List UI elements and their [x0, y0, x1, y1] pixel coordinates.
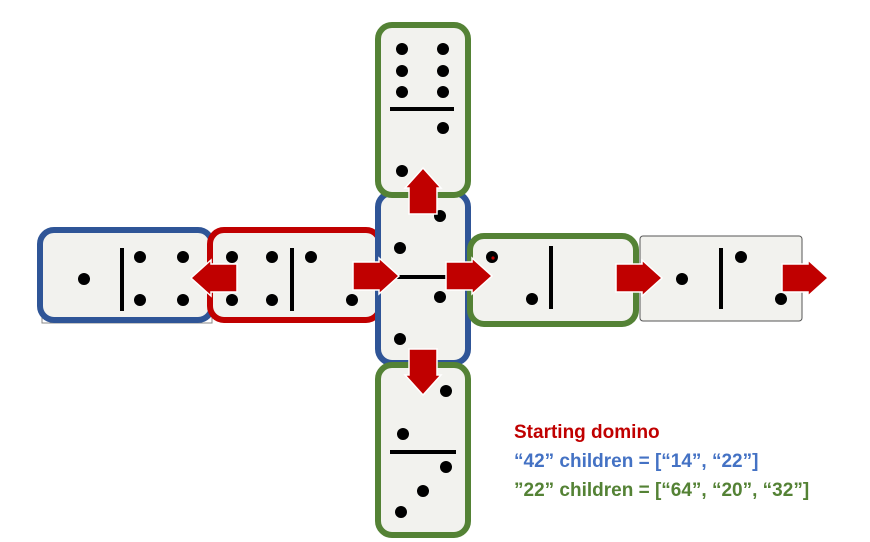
- pip: [134, 294, 146, 306]
- domino-left-outer-14: [37, 227, 215, 324]
- direction-arrows: [189, 166, 830, 397]
- legend-42-children: “42” children = [“14”, “22”]: [514, 451, 759, 472]
- pip: [775, 293, 787, 305]
- arrow-center-right-1: [352, 256, 401, 296]
- pip: [394, 333, 406, 345]
- pip: [437, 65, 449, 77]
- pip: [226, 251, 238, 263]
- domino-right-inner-22: [467, 233, 639, 327]
- pip: [177, 294, 189, 306]
- pip: [396, 165, 408, 177]
- pip: [134, 251, 146, 263]
- domino-tiles: [37, 22, 803, 538]
- pip: [437, 43, 449, 55]
- pip: [735, 251, 747, 263]
- pip: [526, 293, 538, 305]
- pip: [177, 251, 189, 263]
- pip: [396, 86, 408, 98]
- arrow-up: [403, 166, 443, 215]
- pip: [397, 428, 409, 440]
- pip: [266, 294, 278, 306]
- pip: [440, 385, 452, 397]
- pip: [396, 43, 408, 55]
- arrow-left: [189, 258, 238, 298]
- domino-right-outer-12: [639, 235, 803, 322]
- pip: [394, 242, 406, 254]
- pip: [440, 461, 452, 473]
- pip: [305, 251, 317, 263]
- legend-starting-domino: Starting domino: [514, 422, 660, 443]
- domino-left-inner-44: [207, 227, 383, 323]
- legend-22-children: ”22” children = [“64”, “20”, “32”]: [514, 480, 810, 501]
- arrow-down: [403, 348, 443, 397]
- pip: [676, 273, 688, 285]
- domino-body: [37, 227, 215, 323]
- pip: [417, 485, 429, 497]
- arrow-right-2: [781, 258, 830, 298]
- pip: [437, 86, 449, 98]
- pip: [346, 294, 358, 306]
- arrow-right-1: [615, 258, 664, 298]
- arrow-center-right-2: [445, 256, 494, 296]
- pip: [396, 65, 408, 77]
- legend: Starting domino “42” children = [“14”, “…: [514, 418, 809, 505]
- pip: [395, 506, 407, 518]
- pip: [437, 122, 449, 134]
- red-accent-dot: [491, 256, 495, 260]
- pip: [266, 251, 278, 263]
- pip: [226, 294, 238, 306]
- pip: [78, 273, 90, 285]
- pip: [434, 291, 446, 303]
